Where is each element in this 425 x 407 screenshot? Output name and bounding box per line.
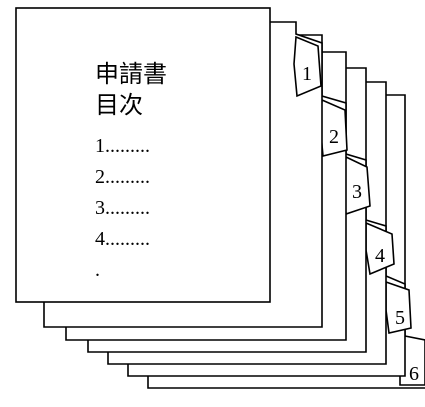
- divider-tab-1: [293, 35, 322, 98]
- tab-label-5: 5: [395, 307, 405, 329]
- tab-label-1: 1: [302, 63, 312, 85]
- front-page-content: 申請書 目次 1......... 2......... 3......... …: [95, 60, 167, 281]
- toc-item-4: 4.........: [95, 228, 150, 250]
- application-title: 申請書: [95, 60, 167, 88]
- tab-labels: 1 2 3 4 5 6: [302, 63, 419, 385]
- front-page: [15, 7, 271, 303]
- toc-item-3: 3.........: [95, 197, 150, 219]
- table-of-contents-heading: 目次: [95, 91, 143, 119]
- tab-label-6: 6: [409, 363, 419, 385]
- tab-label-3: 3: [352, 181, 362, 203]
- toc-item-1: 1.........: [95, 135, 150, 157]
- tab-label-4: 4: [375, 245, 385, 267]
- toc-item-2: 2.........: [95, 166, 150, 188]
- tab-label-2: 2: [329, 126, 339, 148]
- toc-continuation: .: [95, 259, 100, 281]
